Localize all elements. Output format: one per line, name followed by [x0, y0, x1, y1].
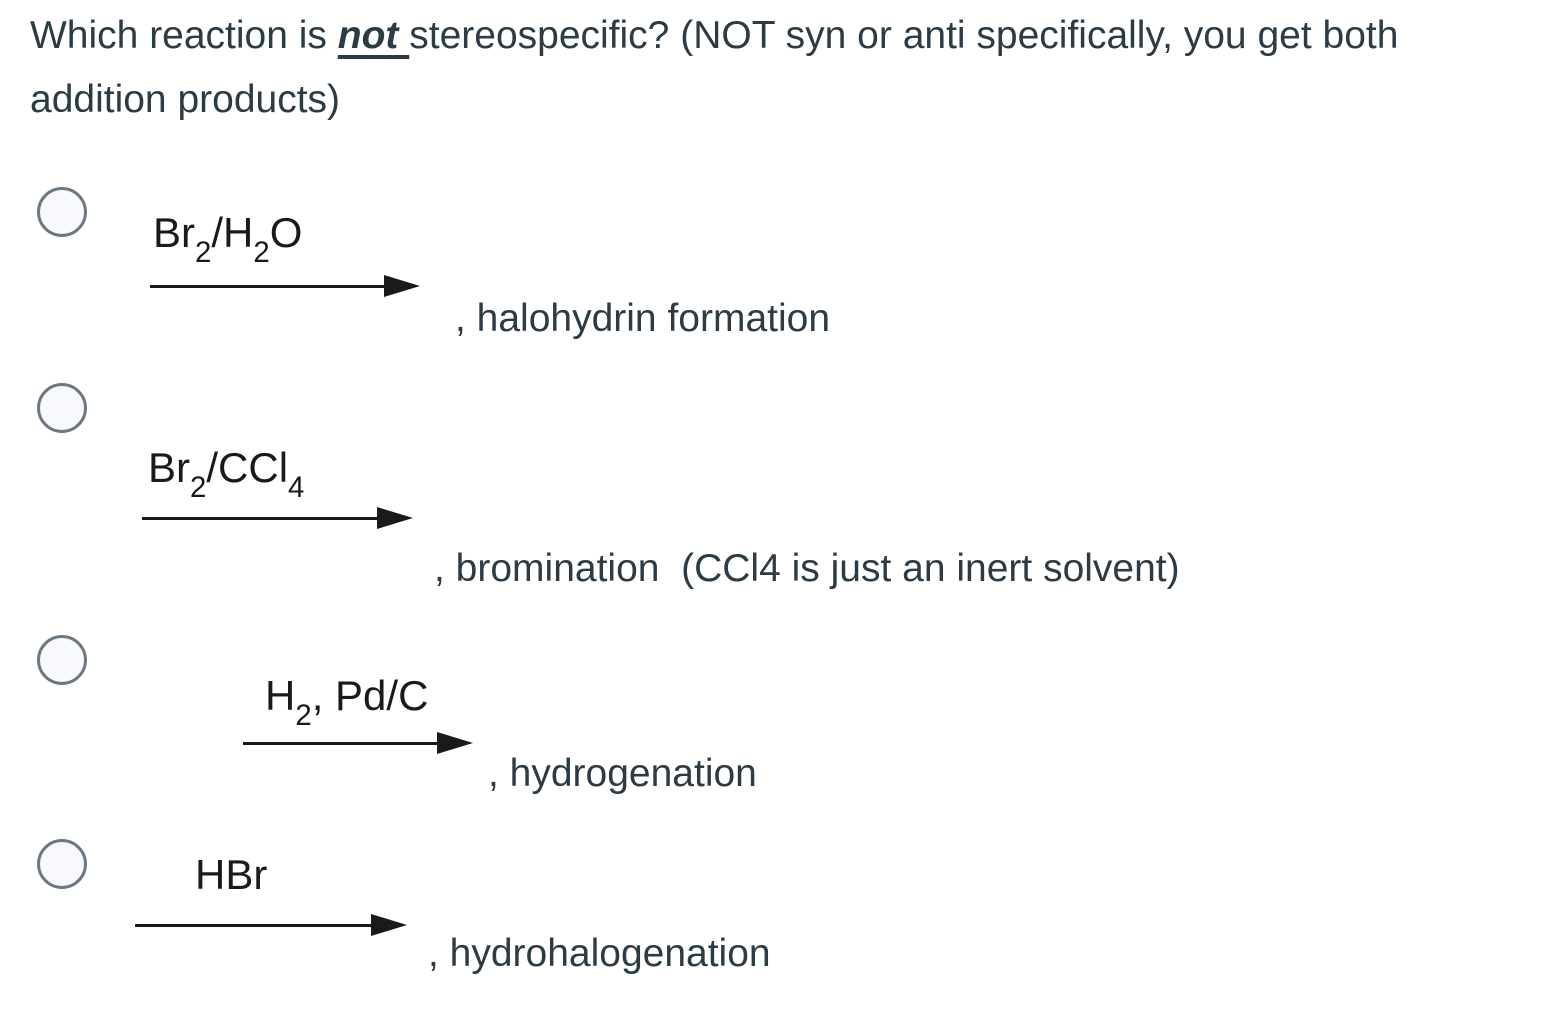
- radio-button-option-3[interactable]: [37, 635, 87, 685]
- arrow-shaft: [135, 923, 383, 927]
- arrow-shaft: [150, 284, 396, 288]
- answer-label-1: , halohydrin formation: [455, 297, 831, 340]
- question-text: Which reaction is not stereospecific? (N…: [30, 4, 1542, 132]
- reaction-formula-3: H2, Pd/C: [265, 672, 429, 732]
- answer-label-2: , bromination (CCl4 is just an inert sol…: [434, 547, 1180, 590]
- arrow-shaft: [142, 516, 389, 520]
- question-emphasis-not: not: [337, 14, 410, 57]
- arrow-shaft: [243, 741, 449, 745]
- answer-label-3: , hydrogenation: [488, 752, 757, 795]
- arrow-right-icon: [243, 731, 473, 755]
- arrow-right-icon: [142, 506, 413, 530]
- question-line-1: Which reaction is not stereospecific? (N…: [30, 4, 1542, 68]
- arrow-head: [437, 732, 473, 754]
- radio-button-option-2[interactable]: [37, 383, 87, 433]
- arrow-right-icon: [135, 913, 407, 937]
- radio-button-option-4[interactable]: [37, 839, 87, 889]
- question-prefix: Which reaction is: [30, 14, 338, 57]
- question-suffix: stereospecific? (NOT syn or anti specifi…: [409, 14, 1399, 57]
- question-line-2: addition products): [30, 78, 341, 121]
- answer-label-4: , hydrohalogenation: [428, 932, 771, 975]
- arrow-head: [384, 275, 420, 297]
- arrow-head: [377, 507, 413, 529]
- reaction-formula-2: Br2/CCl4: [148, 444, 305, 504]
- arrow-right-icon: [150, 274, 420, 298]
- radio-button-option-1[interactable]: [37, 187, 87, 237]
- reaction-formula-1: Br2/H2O: [153, 209, 303, 269]
- arrow-head: [371, 914, 407, 936]
- reaction-formula-4: HBr: [195, 851, 268, 898]
